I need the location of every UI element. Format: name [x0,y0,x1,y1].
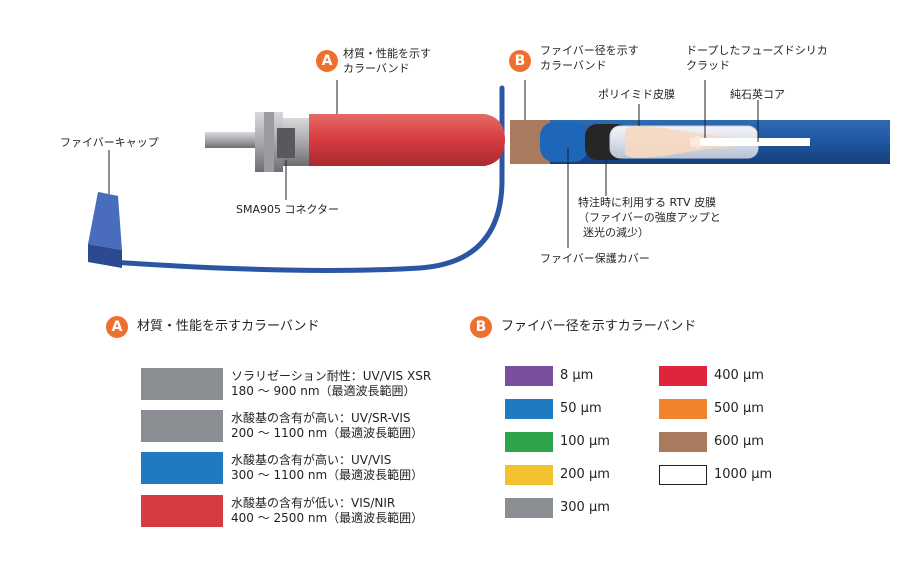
material-line2: 400 ～ 2500 nm（最適波長範囲） [231,511,424,525]
diameter-swatch [659,432,707,452]
rtv-line1: 特注時に利用する RTV 皮膜 [578,196,717,209]
material-band [309,114,505,166]
badge-b: B [509,50,531,72]
diameter-swatch [505,465,553,485]
section-b-badge: B [470,316,492,338]
section-a-badge: A [106,316,128,338]
diameter-label: 1000 µm [714,467,773,482]
material-swatch [141,452,223,484]
material-line2: 300 ～ 1100 nm（最適波長範囲） [231,468,424,482]
callout-a-line1: 材質・性能を示す [343,47,431,60]
material-swatch [141,368,223,400]
core-label: 純石英コア [730,88,785,101]
doped-cladding-line2: クラッド [686,59,730,72]
diameter-swatch [659,399,707,419]
material-line1: 水酸基の含有が低い：VIS/NIR [231,496,396,510]
fiber-cutaway [510,120,890,164]
diameter-label: 500 µm [714,401,764,416]
callout-b-line2: カラーバンド [540,59,607,72]
rtv-line2: （ファイバーの強度アップと [578,211,721,224]
diameter-swatch [505,399,553,419]
diameter-swatch [505,366,553,386]
diameter-swatch [505,498,553,518]
sma-label: SMA905 コネクター [236,203,340,216]
doped-cladding-line1: ドープしたフューズドシリカ [686,44,828,57]
rtv-line3: 迷光の減少） [583,226,649,239]
material-line1: 水酸基の含有が高い：UV/SR-VIS [231,411,411,425]
fiber-cap [88,192,122,268]
diameter-label: 300 µm [560,500,610,515]
fiber-cap-label: ファイバーキャップ [60,136,159,149]
sma-connector [205,112,309,172]
material-swatch [141,410,223,442]
section-b-title: ファイバー径を示すカラーバンド [501,319,697,334]
material-line1: ソラリゼーション耐性：UV/VIS XSR [231,369,432,383]
diameter-swatch [659,465,707,485]
section-a-title: 材質・性能を示すカラーバンド [137,319,320,334]
callout-b-line1: ファイバー径を示す [540,44,639,57]
leader-lines [108,80,759,248]
badge-a: A [316,50,338,72]
material-line2: 200 ～ 1100 nm（最適波長範囲） [231,426,424,440]
fiber-illustration [88,80,890,273]
diameter-label: 8 µm [560,368,594,383]
fiber-cable [109,85,505,273]
diameter-swatch [505,432,553,452]
diameter-label: 600 µm [714,434,764,449]
material-line2: 180 ～ 900 nm（最適波長範囲） [231,384,416,398]
material-swatch [141,495,223,527]
diameter-label: 200 µm [560,467,610,482]
polyimide-label: ポリイミド皮膜 [598,88,675,101]
diameter-label: 50 µm [560,401,602,416]
diameter-label: 100 µm [560,434,610,449]
callout-a-line2: カラーバンド [343,62,410,75]
diameter-label: 400 µm [714,368,764,383]
material-line1: 水酸基の含有が高い：UV/VIS [231,453,392,467]
jacket-label: ファイバー保護カバー [540,252,650,265]
diameter-swatch [659,366,707,386]
